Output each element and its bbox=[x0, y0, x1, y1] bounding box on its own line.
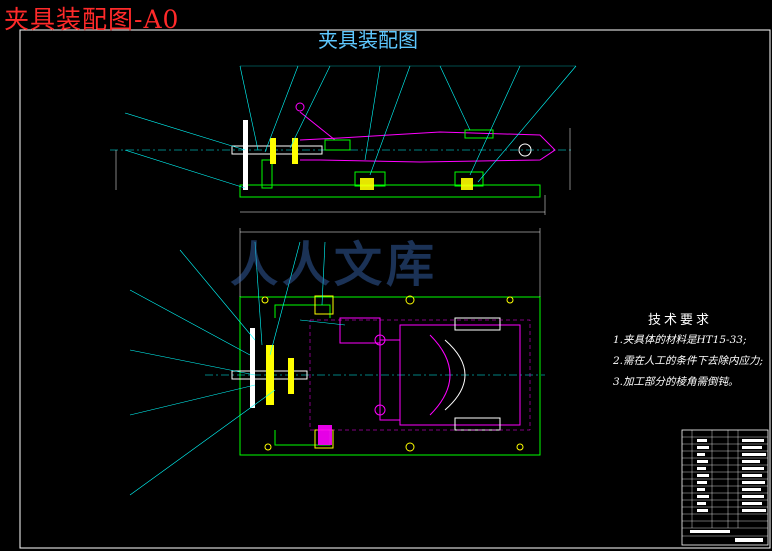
drawing-frame bbox=[19, 29, 771, 549]
top-hidden-outline bbox=[309, 319, 531, 431]
top-clamp-block bbox=[318, 425, 332, 445]
front-hatch-3 bbox=[360, 178, 374, 190]
top-hole-lower bbox=[405, 442, 415, 452]
front-clamp-pad bbox=[464, 129, 494, 139]
top-hatch-1 bbox=[266, 345, 274, 405]
technical-requirement-item: 2.需在人工的条件下去除内应力; bbox=[613, 355, 764, 367]
sheet-corner-title: 夹具装配图-A0 bbox=[4, 5, 180, 34]
front-base bbox=[239, 184, 541, 198]
top-hatch-2 bbox=[288, 358, 294, 394]
front-link bbox=[299, 111, 336, 141]
top-pin-upper bbox=[314, 295, 334, 315]
front-hatch-2 bbox=[292, 138, 298, 164]
front-support-left bbox=[261, 159, 273, 189]
front-roller bbox=[518, 143, 532, 157]
top-handwheel bbox=[250, 328, 255, 408]
top-mech-frame bbox=[399, 324, 521, 426]
top-body-outline bbox=[239, 296, 541, 456]
front-linkage-arm bbox=[299, 131, 556, 163]
front-view-leaders bbox=[124, 65, 577, 189]
front-handwheel bbox=[243, 120, 248, 190]
front-view bbox=[110, 102, 572, 215]
title-block bbox=[681, 429, 769, 546]
title-block-grid bbox=[682, 430, 768, 537]
technical-requirement-item: 3.加工部分的棱角需倒钝。 bbox=[613, 376, 739, 388]
title-block-text-marks bbox=[690, 439, 766, 542]
top-clamp-jaw-lower bbox=[454, 417, 501, 431]
drawing-title: 夹具装配图 bbox=[318, 28, 418, 52]
technical-requirements-heading: 技术要求 bbox=[648, 313, 713, 328]
watermark-text: 人人文库 bbox=[230, 237, 439, 293]
technical-requirement-item: 1.夹具体的材料是HT15-33; bbox=[613, 334, 747, 346]
front-hatch-4 bbox=[461, 178, 473, 190]
front-pin bbox=[295, 102, 305, 112]
top-clamp-jaw-upper bbox=[454, 317, 501, 331]
top-view-leaders bbox=[129, 241, 346, 496]
front-nut bbox=[324, 139, 351, 151]
front-hatch-1 bbox=[270, 138, 276, 164]
top-view bbox=[205, 228, 545, 456]
top-mech-block-1 bbox=[339, 317, 381, 344]
top-mech-link bbox=[379, 339, 401, 421]
top-hole-upper bbox=[405, 295, 415, 305]
front-shaft bbox=[231, 145, 323, 155]
top-vblock-arc bbox=[429, 334, 451, 416]
